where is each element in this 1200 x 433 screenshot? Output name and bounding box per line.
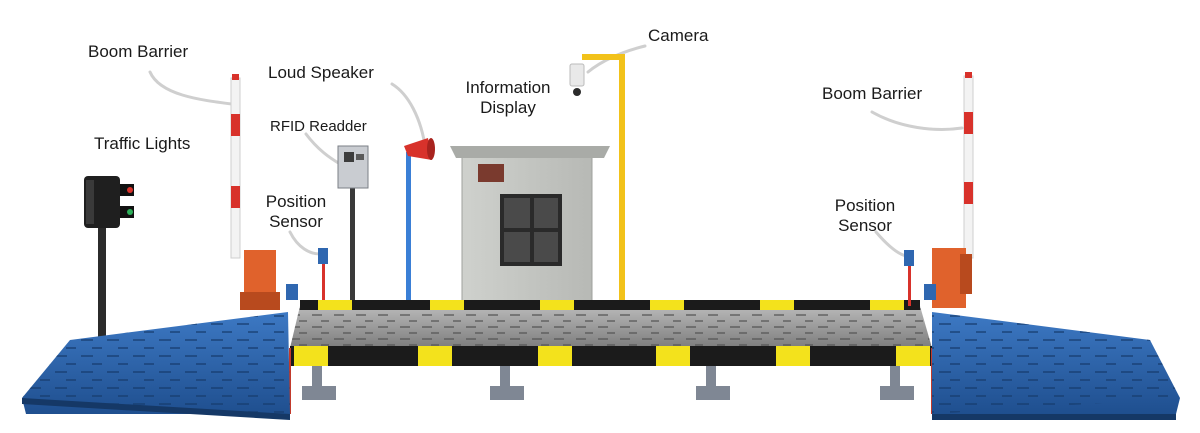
- label-boom-barrier-left: Boom Barrier: [88, 42, 189, 61]
- label-information-display: Information Display: [465, 78, 551, 117]
- traffic-light: [84, 176, 134, 342]
- camera-pole: [569, 54, 625, 306]
- position-sensor-right: [904, 250, 936, 306]
- boom-barrier-left: [230, 74, 280, 310]
- label-rfid-reader: RFID Readder: [270, 118, 367, 135]
- label-traffic-lights: Traffic Lights: [94, 134, 191, 153]
- label-position-sensor-left: Position Sensor: [265, 192, 327, 231]
- boom-barrier-right: [932, 72, 974, 308]
- ramp-left: [22, 312, 290, 420]
- leader-boom-barrier-left: [148, 70, 234, 106]
- rfid-reader: [337, 145, 369, 308]
- label-camera: Camera: [648, 26, 709, 45]
- label-position-sensor-right: Position Sensor: [834, 196, 896, 235]
- back-rail-stripes: [318, 300, 904, 310]
- leader-position-sensor-left: [288, 230, 322, 256]
- leader-boom-barrier-right: [870, 110, 964, 131]
- weighbridge-platform: [289, 300, 933, 414]
- position-sensor-left: [286, 248, 328, 306]
- leader-rfid: [304, 132, 342, 166]
- info-booth: [450, 146, 610, 305]
- ramp-right: [932, 312, 1180, 420]
- leader-loud-speaker: [390, 82, 426, 142]
- loud-speaker: [404, 138, 435, 306]
- label-boom-barrier-right: Boom Barrier: [822, 84, 923, 103]
- leader-position-sensor-right: [874, 230, 908, 258]
- front-rail-stripes: [294, 346, 930, 366]
- label-loud-speaker: Loud Speaker: [268, 63, 374, 82]
- load-cells: [302, 366, 914, 400]
